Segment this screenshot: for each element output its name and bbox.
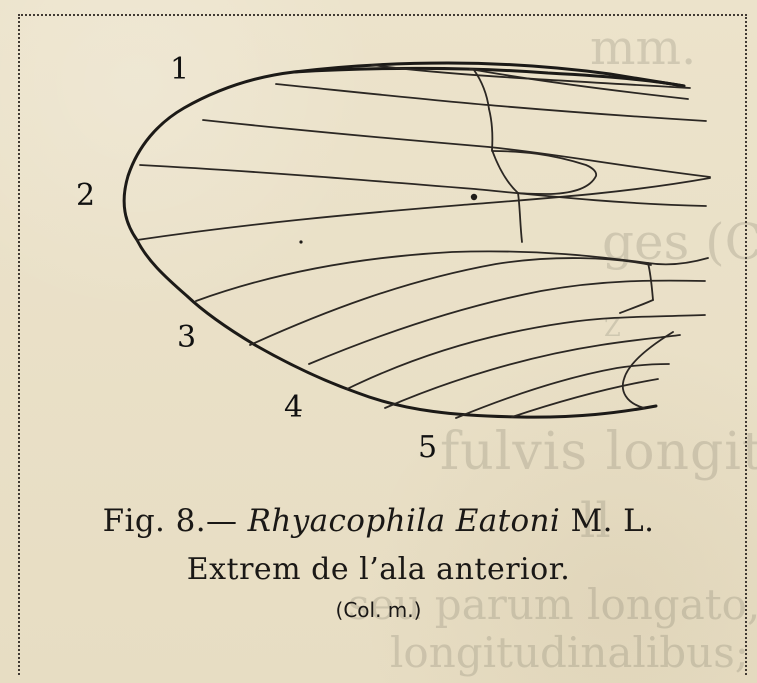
vein-upper-5 [140, 165, 706, 206]
figure-number: Fig. 8.— [103, 503, 238, 539]
vein-lower-2 [347, 315, 705, 389]
wing-mark-1 [471, 194, 477, 200]
vein-upper-4 [203, 120, 710, 177]
vein-cross-6 [620, 300, 653, 313]
species-authority: M. L. [571, 503, 655, 539]
vein-cross-3 [492, 150, 518, 193]
vein-lower-3 [385, 335, 680, 408]
wing-leading-edge [294, 68, 684, 86]
wing-mark-2 [299, 240, 302, 243]
vein-bulge [492, 151, 596, 194]
wing-label-3: 3 [177, 323, 196, 353]
vein-cross-2 [489, 109, 492, 150]
wing-label-5: 5 [418, 433, 437, 463]
vein-middle-1 [137, 178, 710, 240]
vein-middle-3 [250, 258, 651, 345]
vein-lower-5 [512, 379, 658, 417]
wing-label-2: 2 [76, 181, 95, 211]
caption-line-3: (Col. m.) [0, 598, 757, 622]
species-name: Rhyacophila Eatoni [248, 503, 561, 539]
vein-right-loop [623, 332, 673, 408]
wing-label-1: 1 [170, 55, 189, 85]
vein-middle-2 [196, 251, 708, 301]
wing-label-4: 4 [284, 393, 303, 423]
caption-line-1: Fig. 8.— Rhyacophila Eatoni M. L. [0, 503, 757, 539]
caption-line-2: Extrem de l’ala anterior. [0, 552, 757, 587]
